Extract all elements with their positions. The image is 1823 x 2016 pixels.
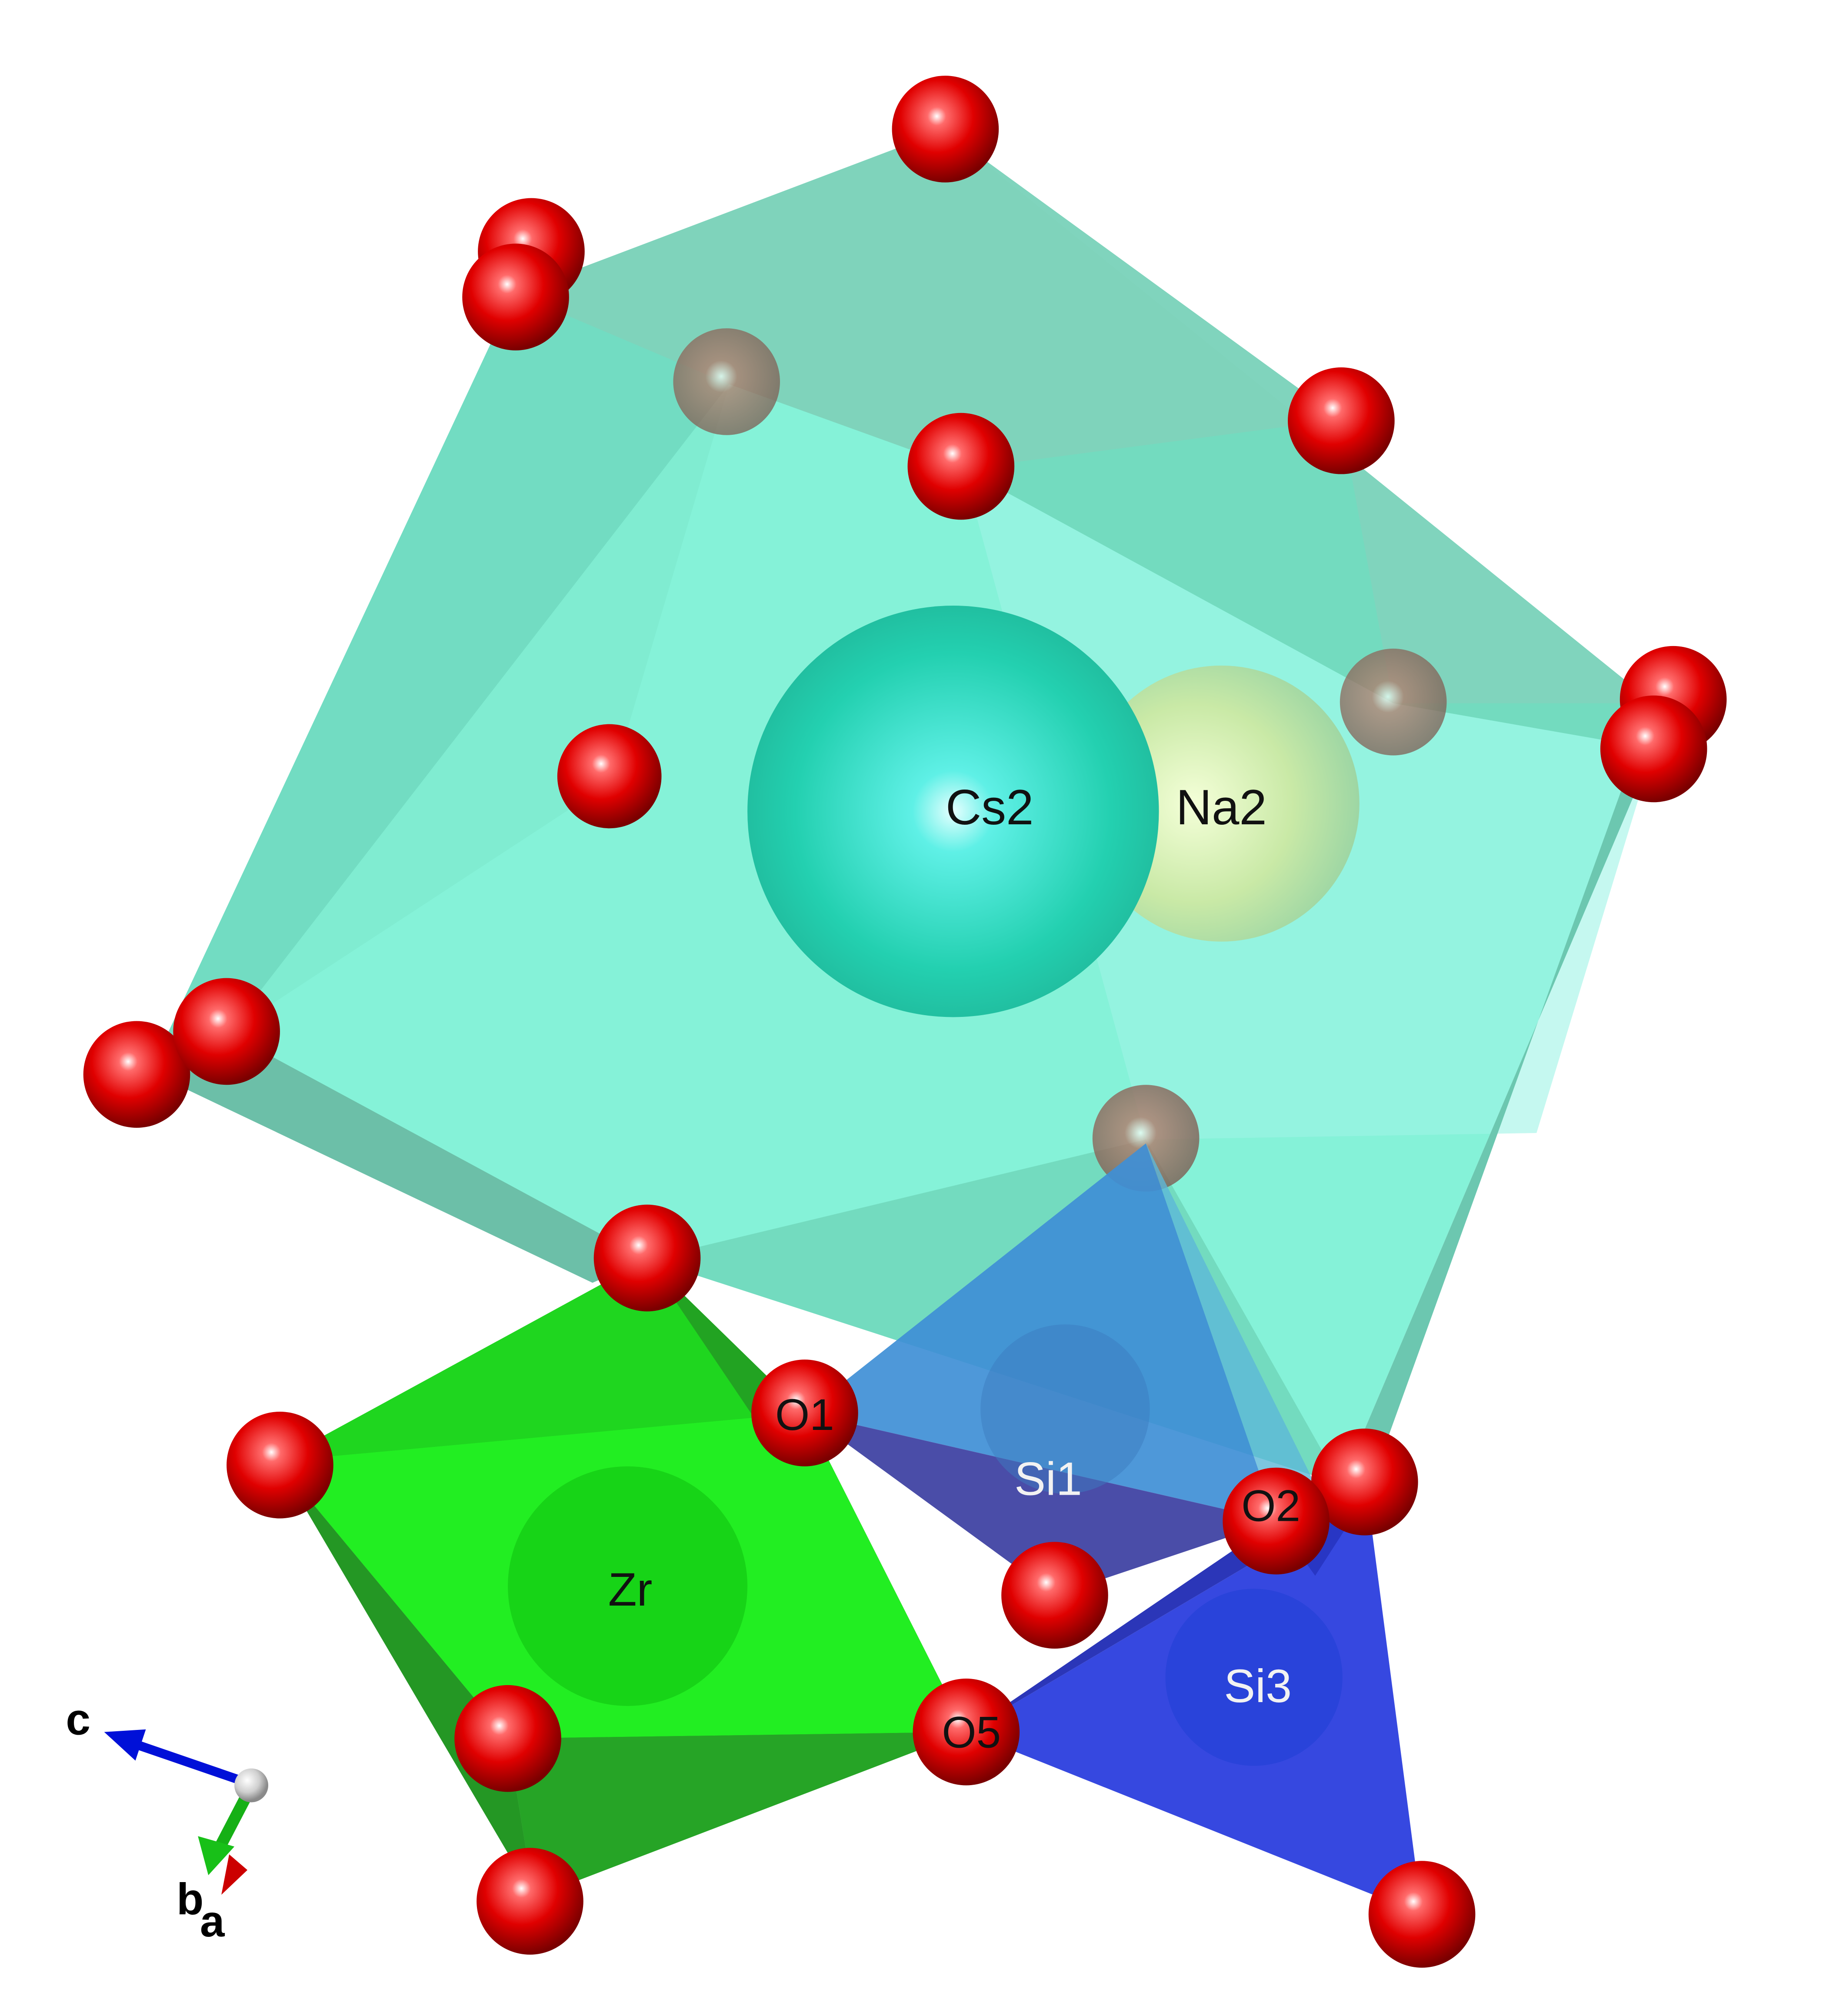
- na2-label: Na2: [1176, 780, 1267, 835]
- oxygen-atom: [1288, 367, 1395, 474]
- oxygen-atom: [907, 413, 1015, 520]
- axis-c-arrow: [129, 1738, 253, 1789]
- si3-label: Si3: [1224, 1659, 1292, 1712]
- oxygen-atom: [462, 243, 569, 351]
- si3-atom: [1165, 1589, 1343, 1766]
- oxygen-atom: [454, 1685, 561, 1792]
- oxygen-atom: [1311, 1428, 1418, 1536]
- oxygen-atom: [477, 1848, 583, 1955]
- axis-indicator: c b a: [66, 1695, 268, 1946]
- oxygen-atom-o1: [751, 1360, 858, 1466]
- cs2-label: Cs2: [946, 780, 1033, 835]
- axis-origin: [234, 1768, 268, 1803]
- zr-atom: [508, 1466, 748, 1706]
- oxygen-atom-faint-1: [673, 328, 780, 435]
- axis-b-label: b: [177, 1874, 203, 1924]
- oxygen-atom: [892, 76, 999, 183]
- oxygen-atom: [1600, 695, 1707, 803]
- oxygen-atom: [173, 978, 280, 1085]
- cs2-atom: [747, 606, 1159, 1017]
- oxygen-atom: [557, 724, 662, 829]
- o2-label: O2: [1241, 1481, 1300, 1531]
- o1-label: O1: [775, 1390, 834, 1440]
- axis-c-arrowhead: [104, 1729, 146, 1761]
- o5-label: O5: [942, 1708, 1001, 1757]
- oxygen-atom-o5: [913, 1678, 1020, 1786]
- axis-a-label: a: [200, 1896, 225, 1946]
- si1-label: Si1: [1014, 1453, 1082, 1505]
- oxygen-atom: [1001, 1542, 1108, 1649]
- axis-b-arrowhead: [198, 1836, 235, 1876]
- oxygen-atom-o2: [1223, 1467, 1330, 1575]
- zr-label: Zr: [608, 1563, 653, 1616]
- si1-atom: [980, 1324, 1150, 1494]
- oxygen-atom-faint-2: [1340, 648, 1447, 756]
- axis-c-label: c: [66, 1695, 90, 1744]
- na2-atom: [1083, 665, 1360, 942]
- axis-a-arrowhead: [221, 1854, 248, 1895]
- oxygen-atom: [593, 1204, 701, 1312]
- oxygen-atom: [227, 1411, 333, 1519]
- oxygen-atom: [1368, 1861, 1476, 1968]
- oxygen-atom: [83, 1021, 190, 1128]
